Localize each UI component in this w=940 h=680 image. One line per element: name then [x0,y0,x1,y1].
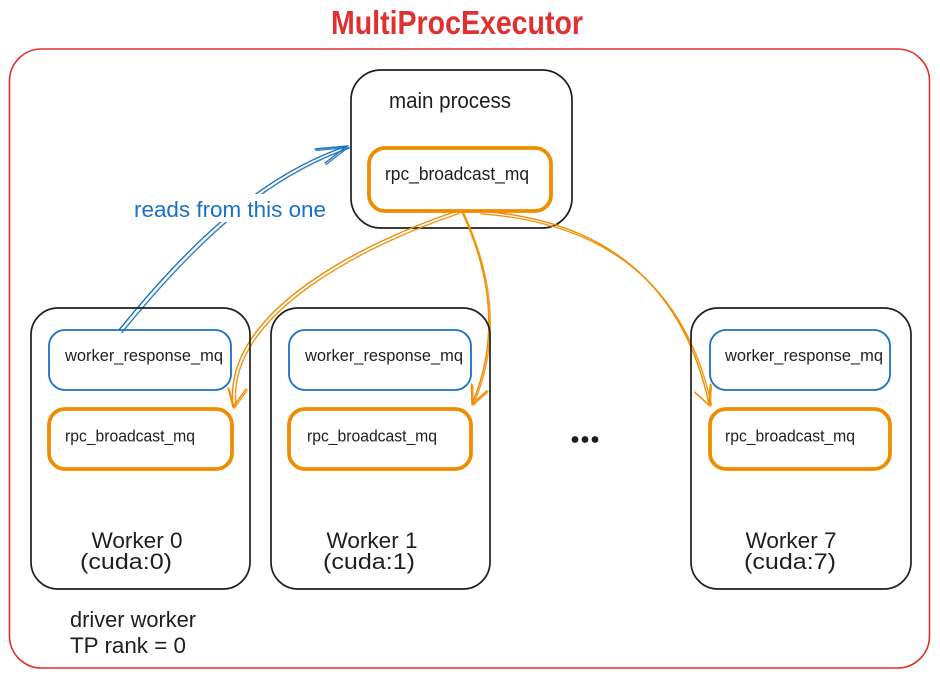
svg-text:rpc_broadcast_mq: rpc_broadcast_mq [65,427,195,446]
svg-text:worker_response_mq: worker_response_mq [304,346,463,365]
svg-text:Worker 1: Worker 1 [327,528,418,553]
svg-text:TP rank = 0: TP rank = 0 [70,633,186,658]
svg-text:main process: main process [389,88,511,113]
svg-text:(cuda:1): (cuda:1) [323,549,415,574]
svg-text:Worker 7: Worker 7 [746,528,837,553]
svg-text:worker_response_mq: worker_response_mq [724,346,883,365]
svg-text:worker_response_mq: worker_response_mq [64,346,223,365]
svg-text:rpc_broadcast_mq: rpc_broadcast_mq [385,164,529,185]
svg-text:rpc_broadcast_mq: rpc_broadcast_mq [307,427,437,446]
svg-text:(cuda:0): (cuda:0) [80,549,172,574]
svg-text:MultiProcExecutor: MultiProcExecutor [331,4,583,41]
svg-text:(cuda:7): (cuda:7) [744,549,836,574]
svg-text:Worker 0: Worker 0 [92,528,183,553]
svg-text:reads from this one: reads from this one [134,197,326,222]
svg-text:rpc_broadcast_mq: rpc_broadcast_mq [725,427,855,446]
svg-text:driver worker: driver worker [70,607,196,632]
